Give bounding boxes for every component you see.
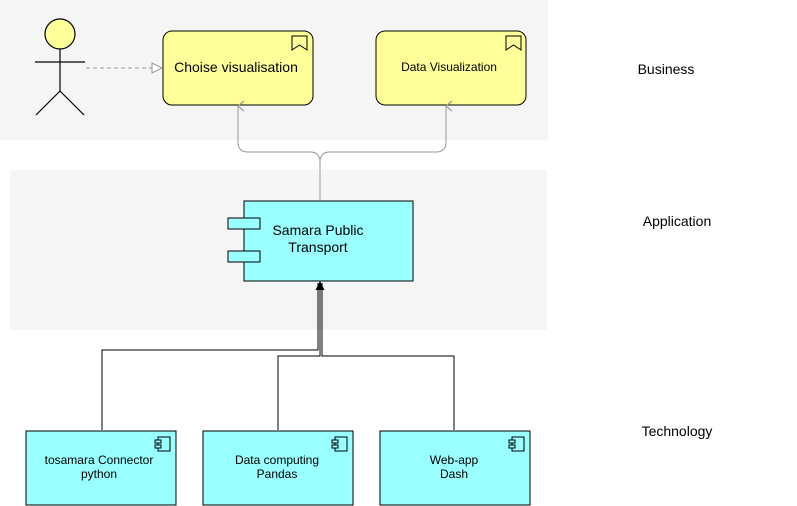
- component-icon: [154, 436, 171, 452]
- tech-webapp-label-line1: Web-app: [430, 453, 479, 467]
- tech-connector-component[interactable]: tosamara Connector python: [25, 430, 177, 506]
- process-choice-label: Choise visualisation: [174, 59, 298, 75]
- tech-connector-label-line2: python: [81, 467, 117, 481]
- tech-webapp-component[interactable]: Web-app Dash: [379, 430, 531, 506]
- actor-stick-figure-icon: [35, 18, 85, 116]
- webapp-to-app-line[interactable]: [321, 283, 455, 430]
- technology-layer-label: Technology: [642, 423, 713, 439]
- component-icon: [331, 436, 348, 452]
- app-to-visualization-connector[interactable]: [319, 100, 453, 163]
- tech-computing-label-line1: Data computing: [235, 453, 319, 467]
- tech-connector-label-line1: tosamara Connector: [45, 453, 154, 467]
- app-to-choice-connector[interactable]: [237, 100, 321, 200]
- computing-to-app-line[interactable]: [277, 283, 321, 430]
- application-component-icon: [227, 217, 261, 263]
- connector-to-app-line[interactable]: [101, 283, 319, 430]
- application-component-label-line2: Transport: [288, 239, 348, 255]
- process-visualization-label: Data Visualization: [401, 60, 497, 74]
- business-event-flag-icon: [505, 35, 522, 51]
- process-choice-visualisation[interactable]: Choise visualisation: [162, 30, 314, 106]
- business-actor[interactable]: [35, 18, 85, 116]
- application-layer-label: Application: [643, 213, 712, 229]
- tech-computing-component[interactable]: Data computing Pandas: [202, 430, 354, 506]
- process-data-visualization[interactable]: Data Visualization: [375, 30, 527, 106]
- business-layer-label: Business: [638, 61, 695, 77]
- component-icon: [508, 436, 525, 452]
- application-component-label-line1: Samara Public: [272, 222, 363, 238]
- tech-webapp-label-line2: Dash: [440, 467, 468, 481]
- business-event-flag-icon: [291, 35, 308, 51]
- technology-to-app-arrowhead: [315, 281, 325, 290]
- tech-computing-label-line2: Pandas: [257, 467, 298, 481]
- application-component-samara[interactable]: Samara Public Transport: [227, 200, 414, 282]
